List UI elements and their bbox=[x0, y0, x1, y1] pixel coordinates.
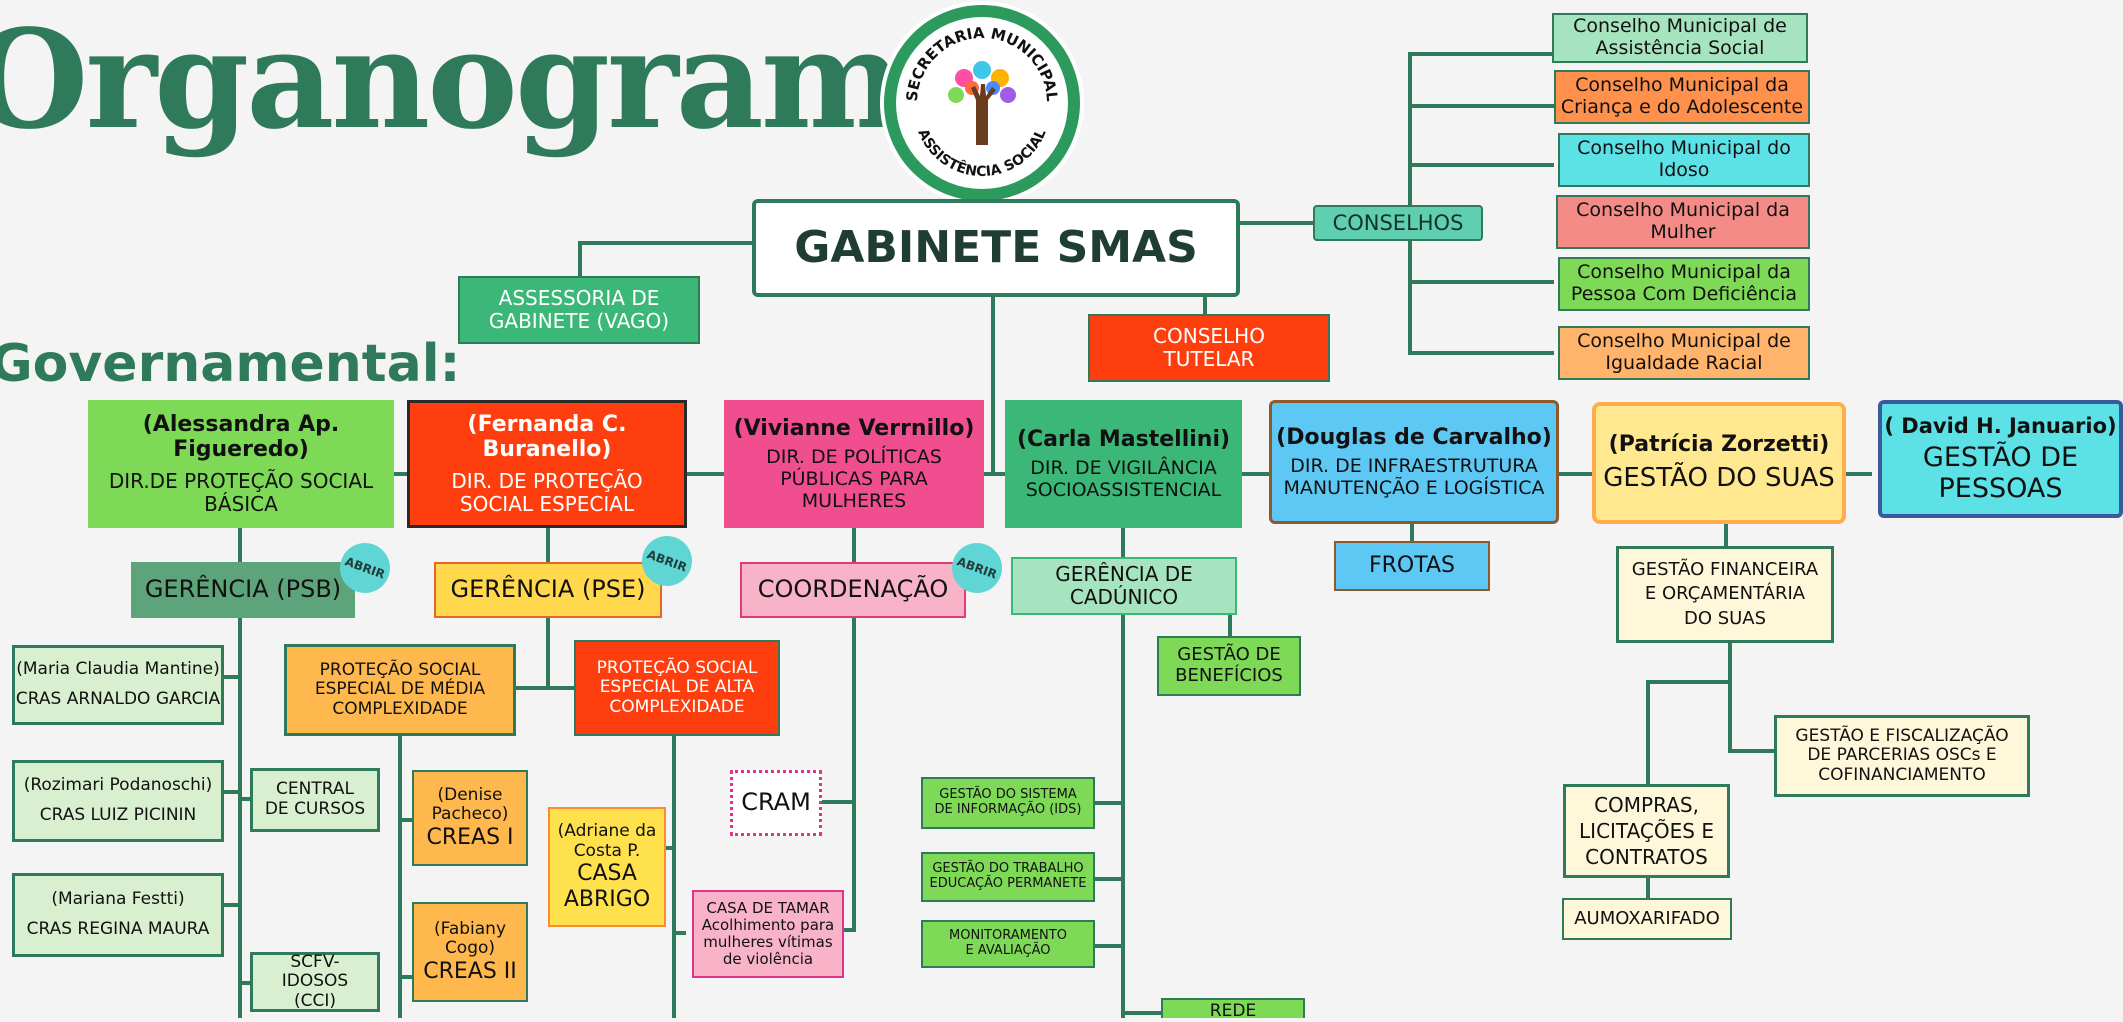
pse-media-complexidade[interactable]: PROTEÇÃO SOCIAL ESPECIAL DE MÉDIA COMPLE… bbox=[284, 644, 516, 736]
pse-alta-complexidade[interactable]: PROTEÇÃO SOCIAL ESPECIAL DE ALTA COMPLEX… bbox=[574, 640, 780, 736]
assessoria-box[interactable]: ASSESSORIA DE GABINETE (VAGO) bbox=[458, 276, 700, 344]
conselhos-box[interactable]: CONSELHOS bbox=[1313, 205, 1483, 241]
gabinete-label: GABINETE SMAS bbox=[794, 221, 1198, 273]
gestao-trabalho[interactable]: GESTÃO DO TRABALHO EDUCAÇÃO PERMANETE bbox=[921, 852, 1095, 902]
dir-politicas-mulheres[interactable]: (Vivianne Verrnillo) DIR. DE POLÍTICAS P… bbox=[724, 400, 984, 528]
scfv-idosos[interactable]: SCFV- IDOSOS (CCI) bbox=[250, 952, 380, 1012]
creas-1[interactable]: (Denise Pacheco) CREAS I bbox=[412, 770, 528, 866]
coordenacao-button[interactable]: COORDENAÇÃO bbox=[740, 562, 966, 618]
dir-gestao-pessoas[interactable]: ( David H. Januario) GESTÃO DE PESSOAS bbox=[1878, 400, 2123, 518]
cras-arnaldo-garcia[interactable]: (Maria Claudia Mantine) CRAS ARNALDO GAR… bbox=[12, 645, 224, 725]
conselho-tutelar-box[interactable]: CONSELHO TUTELAR bbox=[1088, 314, 1330, 382]
page-title: Organograma bbox=[0, 0, 990, 160]
creas-2[interactable]: (Fabiany Cogo) CREAS II bbox=[412, 902, 528, 1002]
almoxarifado[interactable]: AUMOXARIFADO bbox=[1562, 898, 1732, 940]
conselho-item-crianca[interactable]: Conselho Municipal da Criança e do Adole… bbox=[1554, 70, 1810, 124]
conselho-tutelar-label: CONSELHO TUTELAR bbox=[1153, 324, 1265, 371]
dir-protecao-basica[interactable]: (Alessandra Ap. Figueredo) DIR.DE PROTEÇ… bbox=[88, 400, 394, 528]
gestao-parcerias[interactable]: GESTÃO E FISCALIZAÇÃO DE PARCERIAS OSCs … bbox=[1774, 715, 2030, 797]
section-subtitle: Governamental: bbox=[0, 334, 461, 394]
cras-regina-maura[interactable]: (Mariana Festti) CRAS REGINA MAURA bbox=[12, 873, 224, 957]
dir-protecao-especial[interactable]: (Fernanda C. Buranello) DIR. DE PROTEÇÃO… bbox=[407, 400, 687, 528]
casa-de-tamar[interactable]: CASA DE TAMAR Acolhimento para mulheres … bbox=[692, 890, 844, 978]
conselho-item-racial[interactable]: Conselho Municipal de Igualdade Racial bbox=[1558, 326, 1810, 380]
gestao-sistema-ids[interactable]: GESTÃO DO SISTEMA DE INFORMAÇÃO (IDS) bbox=[921, 777, 1095, 829]
frotas-box[interactable]: FROTAS bbox=[1334, 541, 1490, 591]
rede-box[interactable]: REDE bbox=[1161, 998, 1305, 1021]
gabinete-box[interactable]: GABINETE SMAS bbox=[752, 199, 1240, 297]
gerencia-pse-button[interactable]: GERÊNCIA (PSE) bbox=[434, 562, 662, 618]
gestao-beneficios[interactable]: GESTÃO DE BENEFÍCIOS bbox=[1157, 636, 1301, 696]
secretaria-logo: SECRETARIA MUNICIPAL ASSISTÊNCIA SOCIAL bbox=[872, 0, 1092, 206]
conselho-item-mulher[interactable]: Conselho Municipal da Mulher bbox=[1556, 195, 1810, 249]
monitoramento-avaliacao[interactable]: MONITORAMENTO E AVALIAÇÃO bbox=[921, 920, 1095, 968]
dir-infraestrutura[interactable]: (Douglas de Carvalho) DIR. DE INFRAESTRU… bbox=[1269, 400, 1559, 524]
tree-hand-icon bbox=[948, 61, 1016, 145]
assessoria-label: ASSESSORIA DE GABINETE (VAGO) bbox=[488, 286, 670, 333]
gerencia-cadunico[interactable]: GERÊNCIA DE CADÚNICO bbox=[1011, 557, 1237, 615]
compras-licitacoes[interactable]: COMPRAS, LICITAÇÕES E CONTRATOS bbox=[1563, 784, 1730, 878]
cram-box[interactable]: CRAM bbox=[730, 770, 822, 836]
dir-vigilancia[interactable]: (Carla Mastellini) DIR. DE VIGILÂNCIA SO… bbox=[1005, 400, 1242, 528]
cras-luiz-picinin[interactable]: (Rozimari Podanoschi) CRAS LUIZ PICININ bbox=[12, 760, 224, 842]
conselho-item-idoso[interactable]: Conselho Municipal do Idoso bbox=[1558, 133, 1810, 187]
casa-abrigo[interactable]: (Adriane da Costa P. CASA ABRIGO bbox=[548, 807, 666, 927]
gerencia-psb-button[interactable]: GERÊNCIA (PSB) bbox=[131, 562, 355, 618]
conselhos-label: CONSELHOS bbox=[1332, 210, 1464, 235]
central-de-cursos[interactable]: CENTRAL DE CURSOS bbox=[250, 768, 380, 832]
gestao-financeira[interactable]: GESTÃO FINANCEIRA E ORÇAMENTÁRIA DO SUAS bbox=[1616, 546, 1834, 643]
conselho-item-assistencia[interactable]: Conselho Municipal de Assistência Social bbox=[1552, 13, 1808, 63]
dir-gestao-suas[interactable]: (Patrícia Zorzetti) GESTÃO DO SUAS bbox=[1592, 402, 1846, 524]
conselho-item-deficiencia[interactable]: Conselho Municipal da Pessoa Com Deficiê… bbox=[1558, 257, 1810, 311]
